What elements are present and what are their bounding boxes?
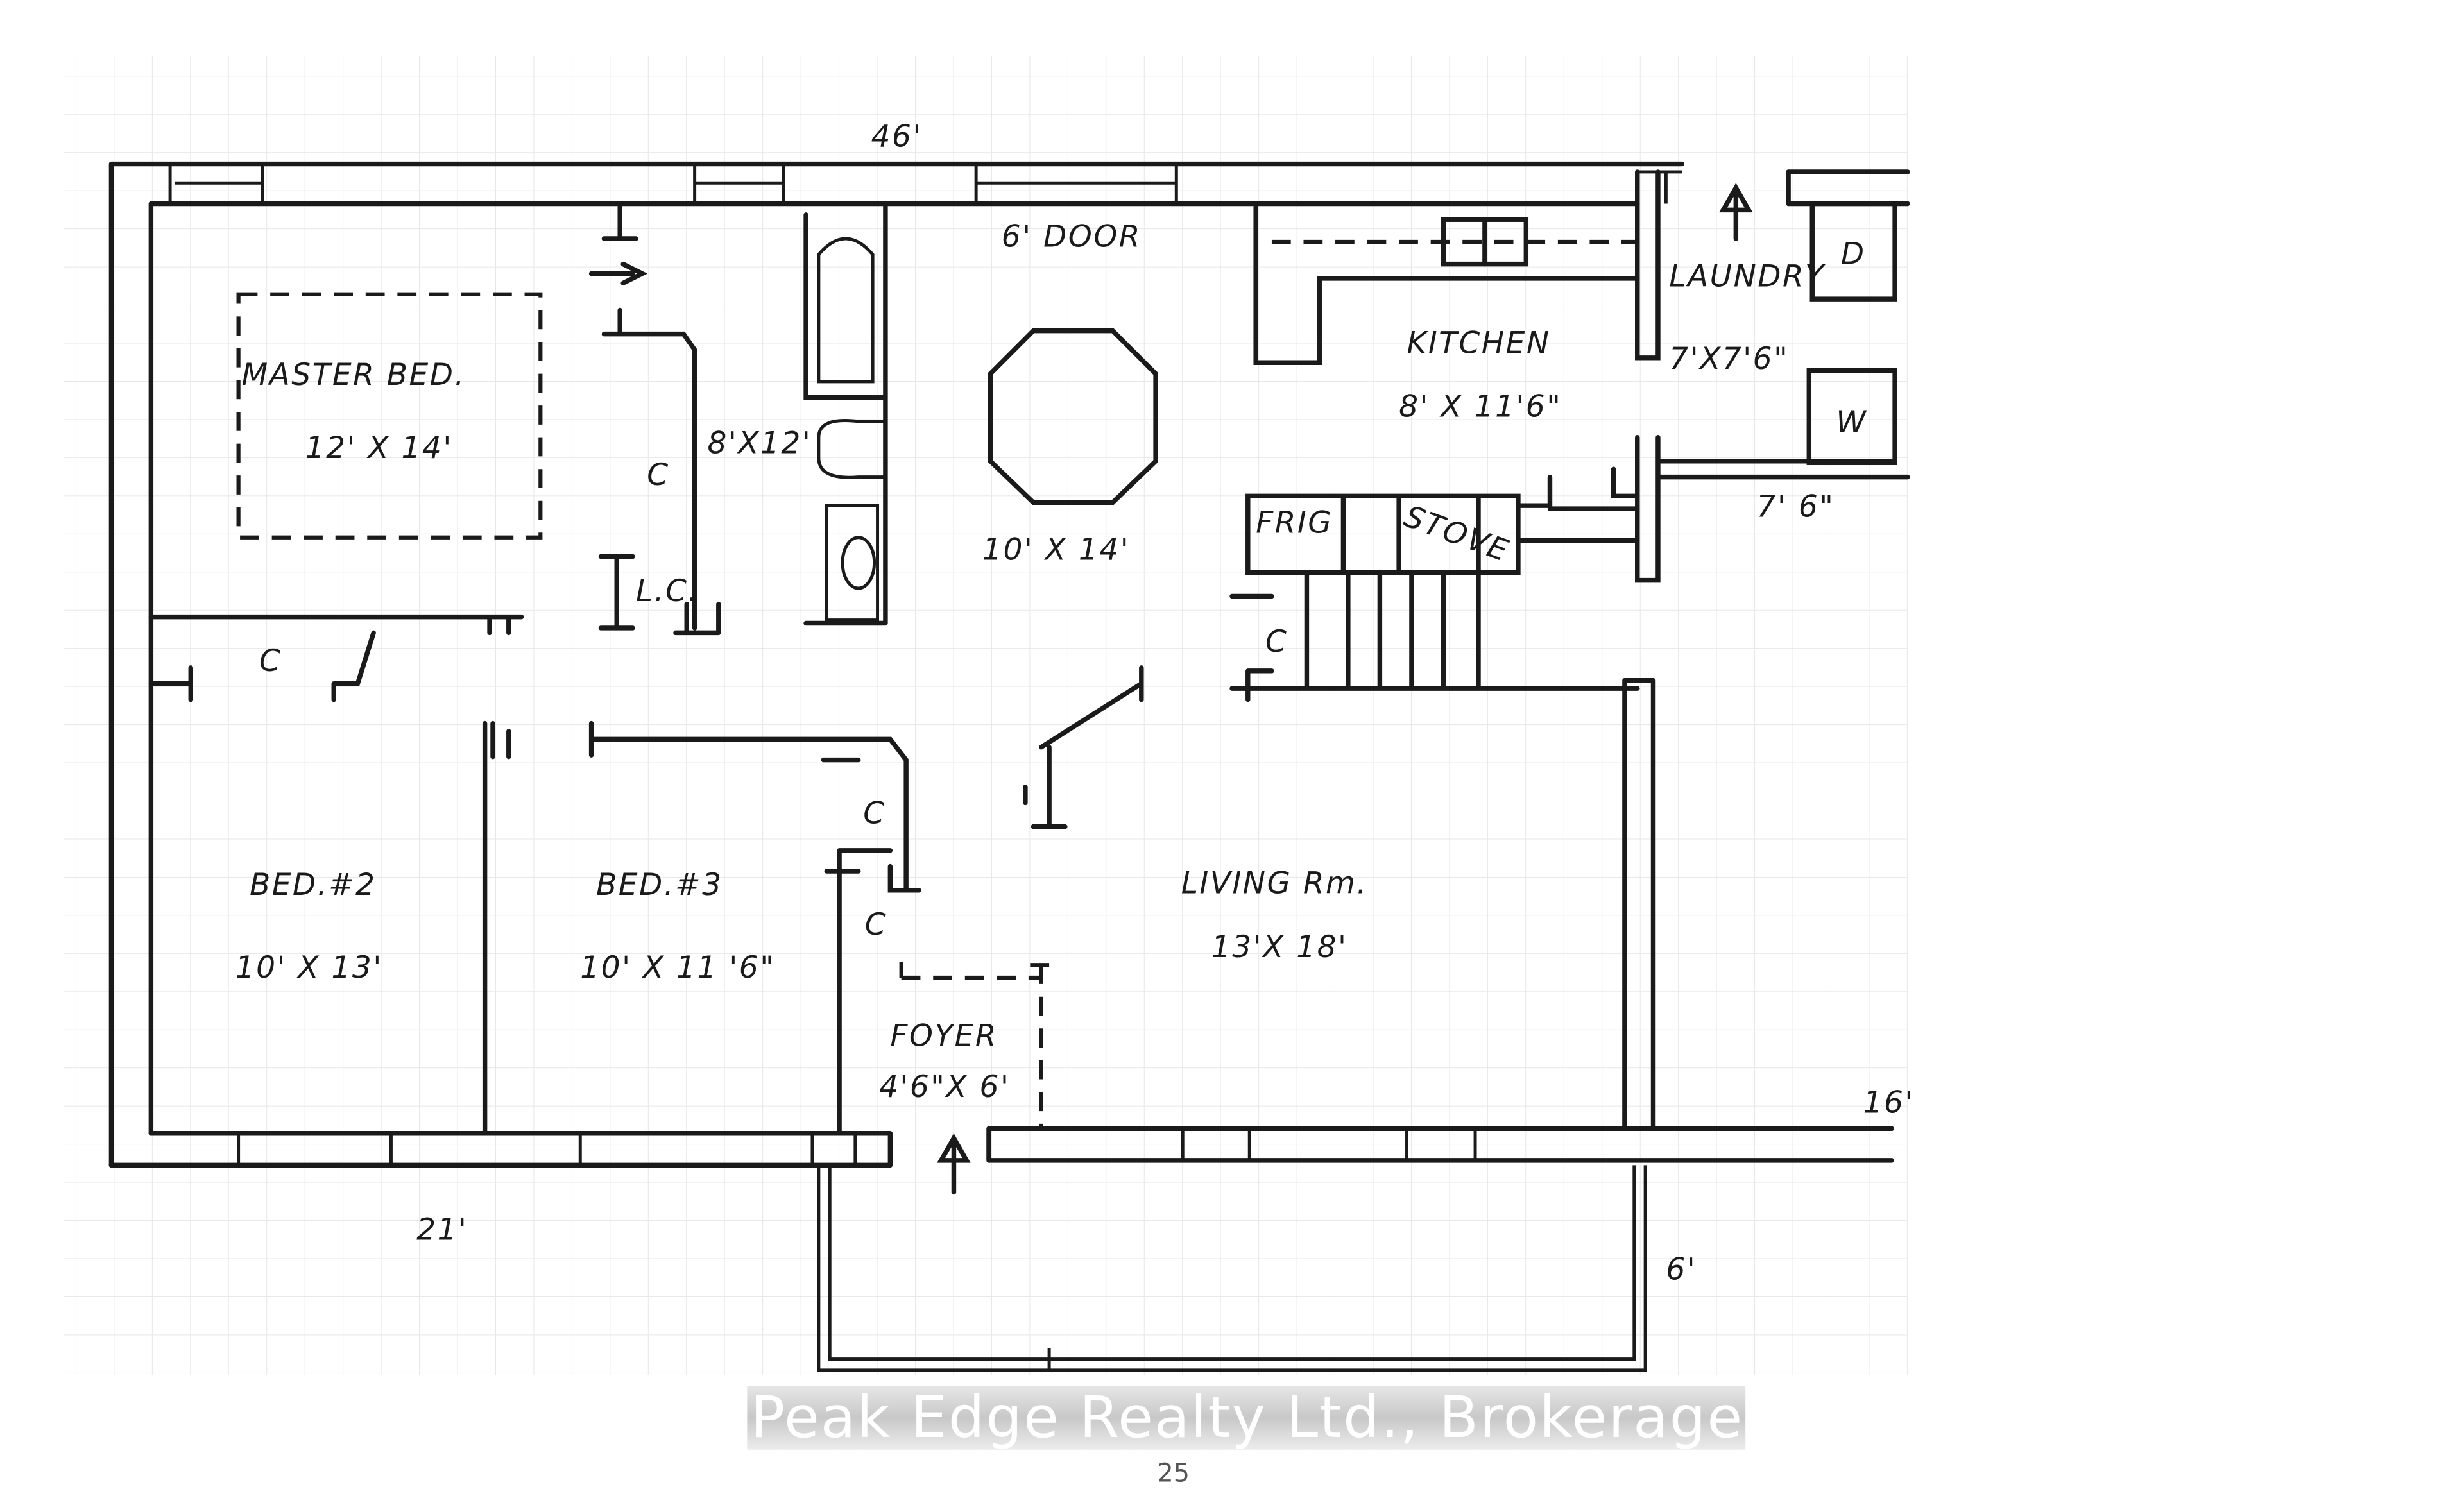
bed-outline [236,292,543,540]
labels: 46' 21' 16' 6' 7' 6" MASTER BED. 12' X 1… [235,119,1915,1288]
right-length-label: 16' [1863,1085,1915,1121]
closet-label: C [863,796,886,831]
graph-paper-grid [64,56,1908,1375]
bed3-size: 10' X 11 '6" [580,950,775,985]
closet-label: C [647,457,669,493]
master-bed-name: MASTER BED. [242,357,466,393]
kitchen-size: 8' X 11'6" [1399,389,1562,424]
bed2-name: BED.#2 [250,867,376,903]
bed2-size: 10' X 13' [235,950,383,985]
page-number: 25 [1158,1458,1190,1488]
foyer-size: 4'6"X 6' [879,1069,1010,1105]
left-length-label: 21' [416,1212,468,1248]
foyer-name: FOYER [890,1019,998,1054]
linen-closet-label: L.C. [636,574,699,609]
laundry-size: 7'X7'6" [1669,341,1789,377]
porch-depth-label: 6' [1666,1252,1697,1288]
living-name: LIVING Rm. [1181,866,1368,901]
master-bed-size: 12' X 14' [305,430,453,466]
dryer-label: D [1841,237,1866,272]
living-size: 13'X 18' [1211,930,1348,965]
laundry-offset-label: 7' 6" [1757,489,1835,525]
closet-label: C [259,643,282,679]
laundry-name: LAUNDRY [1669,259,1826,294]
closet-label: C [1265,624,1288,659]
door-note: 6' DOOR [1002,219,1142,254]
watermark: Peak Edge Realty Ltd., Brokerage 25 [747,1384,1746,1488]
walls [108,161,1910,1372]
dining-size: 10' X 14' [982,532,1130,567]
fridge-label: FRIG [1256,505,1333,540]
washer-label: W [1836,405,1867,440]
bed3-name: BED.#3 [596,867,723,903]
kitchen-name: KITCHEN [1407,325,1551,361]
closet-label: C [865,907,887,942]
watermark-text: Peak Edge Realty Ltd., Brokerage [750,1384,1742,1451]
overall-width-label: 46' [871,119,923,154]
bath-size: 8'X12' [707,425,812,461]
